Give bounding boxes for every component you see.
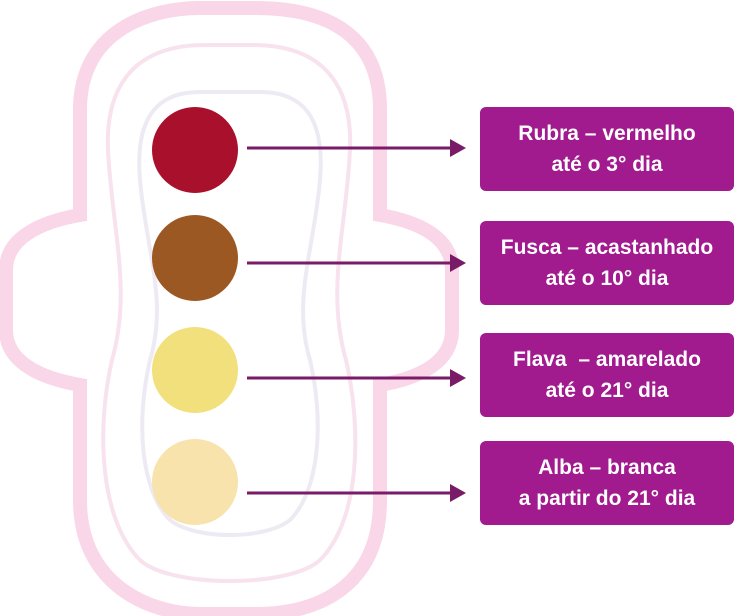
label-rubra-line2: até o 3° dia [551, 153, 663, 176]
color-swatch-flava [152, 327, 238, 413]
label-box-fusca: Fusca – acastanhado até o 10° dia [480, 221, 734, 305]
arrow-flava [247, 369, 466, 387]
label-rubra-line1: Rubra – vermelho [518, 122, 696, 145]
label-box-rubra: Rubra – vermelho até o 3° dia [480, 107, 734, 191]
color-swatch-alba [152, 439, 238, 525]
label-flava-line1: Flava – amarelado [513, 348, 701, 371]
label-flava-line2: até o 21° dia [545, 379, 669, 402]
pad-inner-line-2 [137, 90, 323, 537]
sanitary-pad-illustration [0, 1, 459, 616]
arrow-rubra [247, 139, 466, 157]
label-alba-line2: a partir do 21° dia [518, 487, 696, 510]
pad-inner-line-1 [101, 43, 358, 583]
label-alba-line1: Alba – branca [538, 456, 676, 479]
label-fusca-line2: até o 10° dia [545, 267, 669, 290]
label-box-flava: Flava – amarelado até o 21° dia [480, 333, 734, 417]
connector-arrows [247, 139, 466, 502]
color-swatch-fusca [152, 215, 238, 301]
label-box-alba: Alba – branca a partir do 21° dia [480, 441, 734, 525]
arrow-fusca [247, 254, 466, 272]
pad-outline [0, 1, 459, 616]
label-fusca-line1: Fusca – acastanhado [500, 236, 714, 259]
arrow-alba [247, 484, 466, 502]
color-swatch-rubra [152, 107, 238, 193]
